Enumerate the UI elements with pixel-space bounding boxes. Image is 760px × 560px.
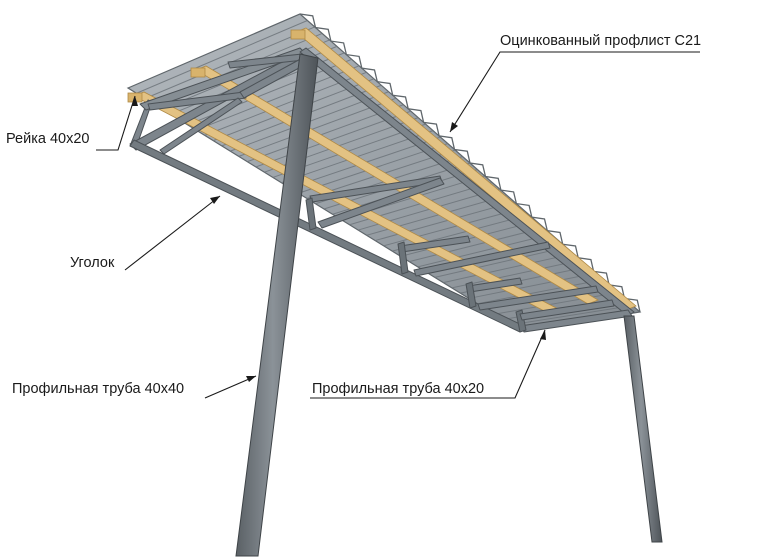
label-angle: Уголок [70,255,115,271]
roof-rib [451,259,581,289]
steel-frame [129,47,635,333]
roof-rib [417,233,552,268]
roof-rib [383,207,522,247]
support-posts [235,53,663,557]
roof-rib [434,246,567,278]
roof-corrugated-edge [299,13,641,313]
roof-rib [511,305,633,326]
label-frame-pipe: Профильная труба 40х20 [312,381,485,397]
roof-rib [468,272,596,299]
leader-lines [96,51,700,399]
roof-rib [136,20,308,94]
label-roof-sheet: Оцинкованный профлист С21 [500,33,702,49]
roof-rib [409,227,545,263]
roof-rib [494,292,618,315]
roof-rib [477,279,604,305]
roof-rib [443,253,574,284]
label-batten: Рейка 40х20 [6,131,90,147]
leader-arrowheads [132,96,546,382]
label-post-pipe: Профильная труба 40х40 [12,381,185,397]
